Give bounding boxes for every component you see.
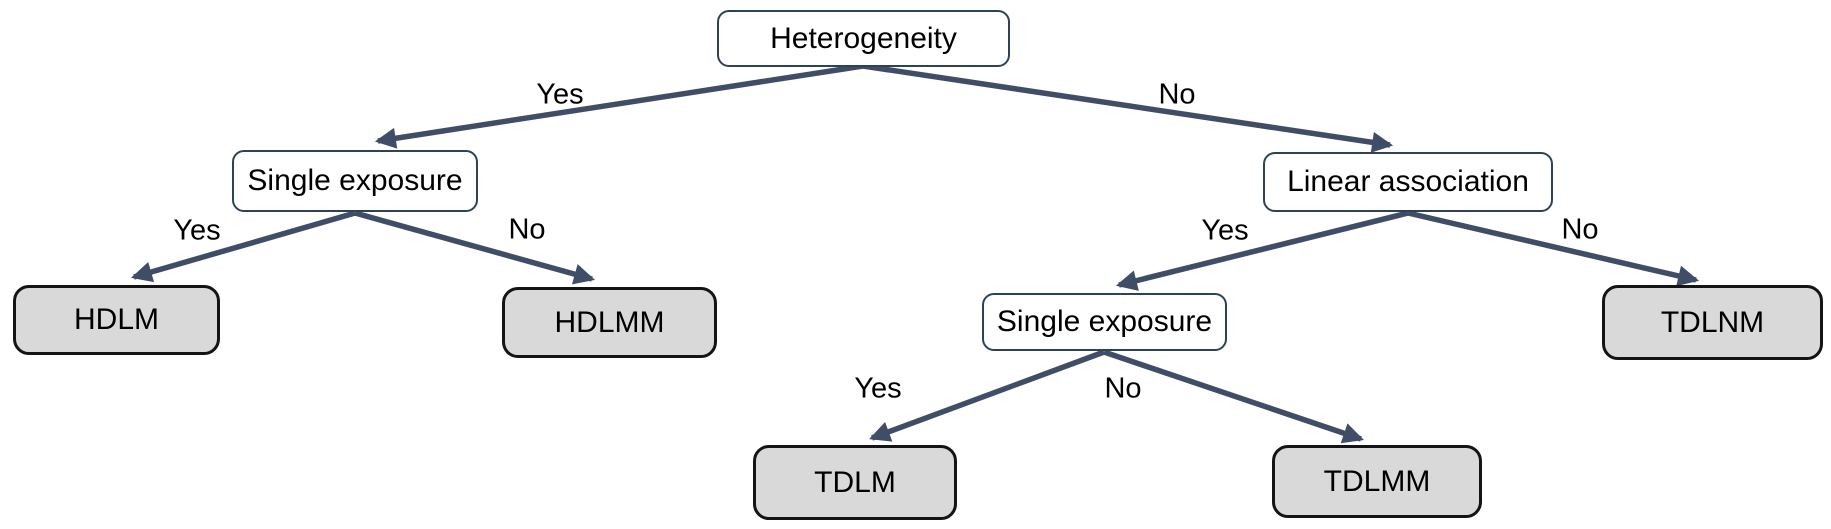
node-hdlmm: HDLMM — [502, 287, 717, 358]
edge-la-yes — [1115, 210, 1409, 291]
node-tdlm: TDLM — [753, 445, 957, 520]
edge-se2-no — [1103, 349, 1364, 444]
node-heterogeneity: Heterogeneity — [717, 10, 1010, 67]
edge-root-no — [862, 63, 1394, 153]
node-tdlmm: TDLMM — [1272, 445, 1482, 518]
edge-label-root-yes: Yes — [536, 78, 584, 111]
node-single-exposure-right: Single exposure — [982, 293, 1227, 351]
edge-se1-yes — [130, 210, 356, 283]
edge-label-se1-no: No — [508, 213, 546, 246]
edge-se2-yes — [869, 349, 1105, 442]
node-hdlm: HDLM — [13, 285, 220, 355]
edge-root-yes — [374, 63, 864, 149]
node-tdlnm: TDLNM — [1602, 285, 1823, 360]
edge-label-root-no: No — [1158, 78, 1196, 111]
node-linear-association: Linear association — [1263, 152, 1553, 212]
edge-label-se2-yes: Yes — [854, 372, 902, 405]
edge-se1-no — [354, 210, 596, 285]
edge-label-se2-no: No — [1104, 372, 1142, 405]
edge-label-la-yes: Yes — [1201, 214, 1249, 247]
edge-label-se1-yes: Yes — [173, 214, 221, 247]
node-single-exposure-left: Single exposure — [232, 150, 478, 212]
edge-la-no — [1407, 210, 1700, 287]
edge-label-la-no: No — [1561, 213, 1599, 246]
